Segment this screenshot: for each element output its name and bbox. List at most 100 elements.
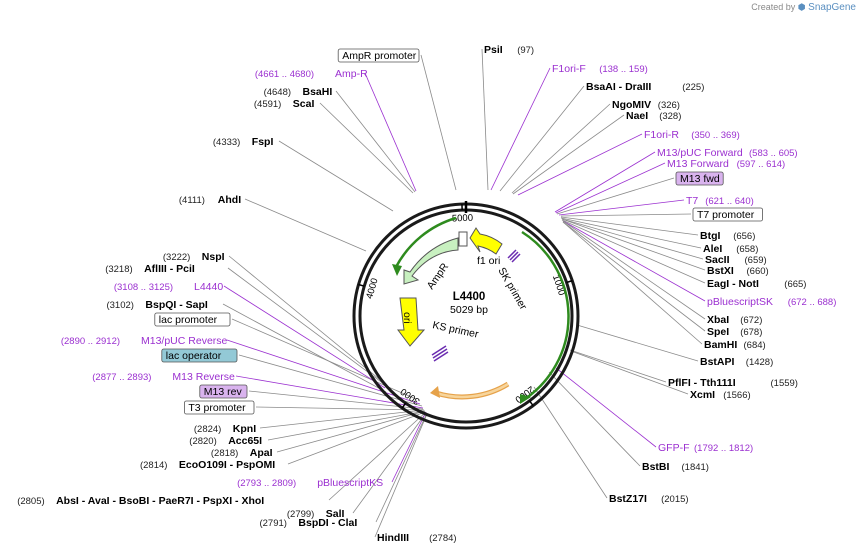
fspi-label[interactable]: FspI	[252, 136, 274, 148]
f1ori-f-label[interactable]: F1ori-F	[552, 63, 586, 75]
eagi-noti-label[interactable]: EagI - NotI	[707, 278, 759, 290]
bstapi-label[interactable]: BstAPI	[700, 356, 735, 368]
bspqi-sapi-position: (3102)	[106, 300, 133, 311]
kpni-position: (2824)	[194, 424, 221, 435]
bsahi-label[interactable]: BsaHI	[303, 86, 333, 98]
leader-line	[319, 102, 414, 194]
ecoo109i-pspomi-position: (2814)	[140, 460, 167, 471]
bspqi-sapi-label[interactable]: BspQI - SapI	[145, 299, 208, 311]
lac-promoter-label[interactable]: lac promoter	[159, 314, 218, 326]
acc65i-label[interactable]: Acc65I	[228, 435, 262, 447]
m13-puc-reverse-label[interactable]: M13/pUC Reverse	[141, 335, 228, 347]
psii-label[interactable]: PsiI	[484, 44, 503, 56]
leader-line	[255, 406, 425, 411]
acc65i-position: (2820)	[189, 436, 216, 447]
hindiii-position: (2784)	[429, 533, 456, 544]
t7-label[interactable]: T7	[686, 195, 698, 207]
alei-label[interactable]: AleI	[703, 243, 722, 255]
ngomiv-label[interactable]: NgoMIV	[612, 99, 651, 111]
ori-label: ori	[401, 312, 413, 324]
leader-line	[560, 213, 692, 217]
m13-fwd-label[interactable]: M13 fwd	[680, 173, 720, 185]
lac-operator-label[interactable]: lac operator	[166, 350, 222, 362]
green-arc-right	[521, 230, 570, 401]
scai-label[interactable]: ScaI	[293, 98, 315, 110]
f1ori-r-label[interactable]: F1ori-R	[644, 129, 679, 141]
spei-position: (678)	[740, 327, 762, 338]
m13-fwd-box	[675, 171, 724, 186]
pbluescriptsk-position: (672 .. 688)	[788, 297, 837, 308]
leader-line	[391, 411, 427, 483]
leader-line	[238, 354, 423, 407]
ampr-promoter-box	[337, 48, 420, 63]
f1-ori-box	[458, 231, 468, 247]
ampr-arrow	[403, 237, 459, 285]
apai-label[interactable]: ApaI	[250, 447, 273, 459]
afliii-pcii-label[interactable]: AflIII - PciI	[144, 263, 195, 275]
l4440-label[interactable]: L4440	[194, 281, 223, 293]
leader-line	[490, 67, 551, 191]
leader-line	[278, 140, 394, 212]
pbluescriptks-label[interactable]: pBluescriptKS	[317, 477, 383, 489]
tick-mark	[566, 279, 573, 284]
pbluescriptsk-label[interactable]: pBluescriptSK	[707, 296, 773, 308]
nspi-label[interactable]: NspI	[202, 251, 225, 263]
m13-reverse-label[interactable]: M13 Reverse	[172, 371, 235, 383]
btgi-label[interactable]: BtgI	[700, 230, 720, 242]
scai-position: (4591)	[254, 99, 281, 110]
leader-line	[276, 410, 426, 453]
bamhi-position: (684)	[744, 340, 766, 351]
btgi-position: (656)	[733, 231, 755, 242]
spei-label[interactable]: SpeI	[707, 326, 729, 338]
m13-forward-label[interactable]: M13 Forward	[667, 158, 729, 170]
sali-label[interactable]: SalI	[326, 508, 345, 520]
xcmi-label[interactable]: XcmI	[690, 389, 715, 401]
bstz17i-label[interactable]: BstZ17I	[609, 493, 647, 505]
absi-avai-bsobi-paer7i-pspxi-xhoi-position: (2805)	[17, 496, 44, 507]
tick-mark	[528, 400, 534, 407]
bsaai-draiii-label[interactable]: BsaAI - DraIII	[586, 81, 651, 93]
m13-puc-forward-label[interactable]: M13/pUC Forward	[657, 147, 743, 159]
t7-promoter-label[interactable]: T7 promoter	[697, 209, 755, 221]
leader-line	[555, 367, 657, 448]
t3-promoter-label[interactable]: T3 promoter	[188, 402, 246, 414]
lac-promoter-box	[154, 312, 231, 327]
sali-position: (2799)	[287, 509, 314, 520]
ecoo109i-pspomi-label[interactable]: EcoO109I - PspOMI	[179, 459, 275, 471]
bspdi-clai-label[interactable]: BspDI - ClaI	[298, 517, 357, 529]
absi-avai-bsobi-paer7i-pspxi-xhoi-label[interactable]: AbsI - AvaI - BsoBI - PaeR7I - PspXI - X…	[56, 495, 264, 507]
hindiii-label[interactable]: HindIII	[377, 532, 409, 544]
ahdi-label[interactable]: AhdI	[218, 194, 241, 206]
sacii-label[interactable]: SacII	[705, 254, 730, 266]
leader-line	[561, 219, 706, 284]
leader-line	[244, 198, 367, 252]
bsahi-position: (4648)	[264, 87, 291, 98]
ks-primer-label: KS primer	[431, 319, 480, 341]
f1-ori-label: f1 ori	[477, 255, 500, 267]
gfp-f-label[interactable]: GFP-F	[658, 442, 690, 454]
naei-position: (328)	[659, 111, 681, 122]
tick-label: 3000	[399, 386, 423, 407]
leader-line	[328, 411, 427, 501]
bstxi-label[interactable]: BstXI	[707, 265, 734, 277]
leader-line	[562, 221, 703, 345]
bamhi-label[interactable]: BamHI	[704, 339, 737, 351]
f1-ori-arrow	[469, 227, 503, 255]
m13-rev-label[interactable]: M13 rev	[204, 386, 243, 398]
ampr-promoter-label[interactable]: AmpR promoter	[342, 50, 417, 62]
psii-position: (97)	[517, 45, 534, 56]
leader-line	[556, 177, 675, 215]
kpni-label[interactable]: KpnI	[233, 423, 256, 435]
xbai-label[interactable]: XbaI	[707, 314, 729, 326]
leader-line	[576, 324, 699, 362]
pflfi-tth111i-label[interactable]: PflFI - Tth111I	[668, 377, 736, 389]
amp-r-label[interactable]: Amp-R	[335, 68, 368, 80]
bstapi-position: (1428)	[746, 357, 773, 368]
leader-line	[226, 339, 421, 405]
bstbi-label[interactable]: BstBI	[642, 461, 670, 473]
lac-operator-box	[161, 348, 238, 363]
xcmi-position: (1566)	[723, 390, 750, 401]
green-arc-left	[394, 216, 457, 268]
naei-label[interactable]: NaeI	[626, 110, 648, 122]
